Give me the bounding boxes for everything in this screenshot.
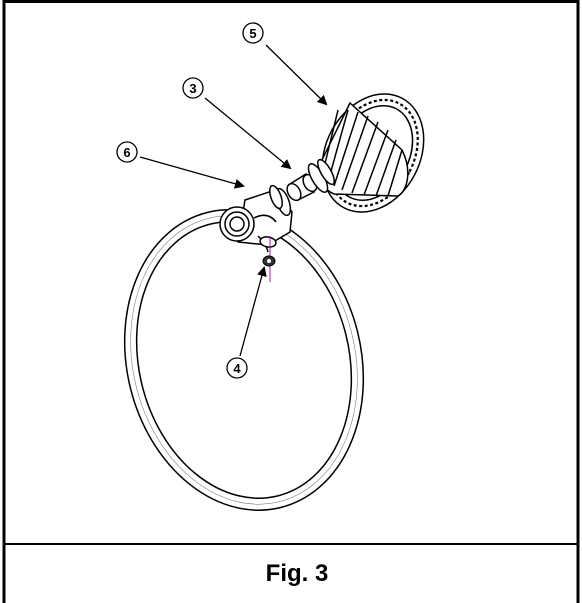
callout-6: 6 <box>116 141 138 163</box>
towel-ring <box>123 209 365 511</box>
callout-4: 4 <box>226 357 248 379</box>
leader-arrow-3 <box>204 97 292 170</box>
wall-flange <box>307 93 425 213</box>
callout-6-label: 6 <box>123 145 130 160</box>
mounting-post <box>286 172 318 202</box>
callout-3-label: 3 <box>189 81 196 96</box>
callout-3: 3 <box>182 77 204 99</box>
set-screw <box>262 236 276 282</box>
leader-arrow-4 <box>239 266 267 357</box>
leader-arrow-6 <box>139 156 245 189</box>
figure-caption: Fig. 3 <box>265 560 329 587</box>
callout-5-label: 5 <box>249 26 256 41</box>
callout-4-label: 4 <box>233 361 241 376</box>
leader-lines <box>139 44 328 357</box>
leader-arrow-5 <box>265 44 328 106</box>
callout-5: 5 <box>242 22 264 44</box>
ring-hub <box>219 184 293 253</box>
